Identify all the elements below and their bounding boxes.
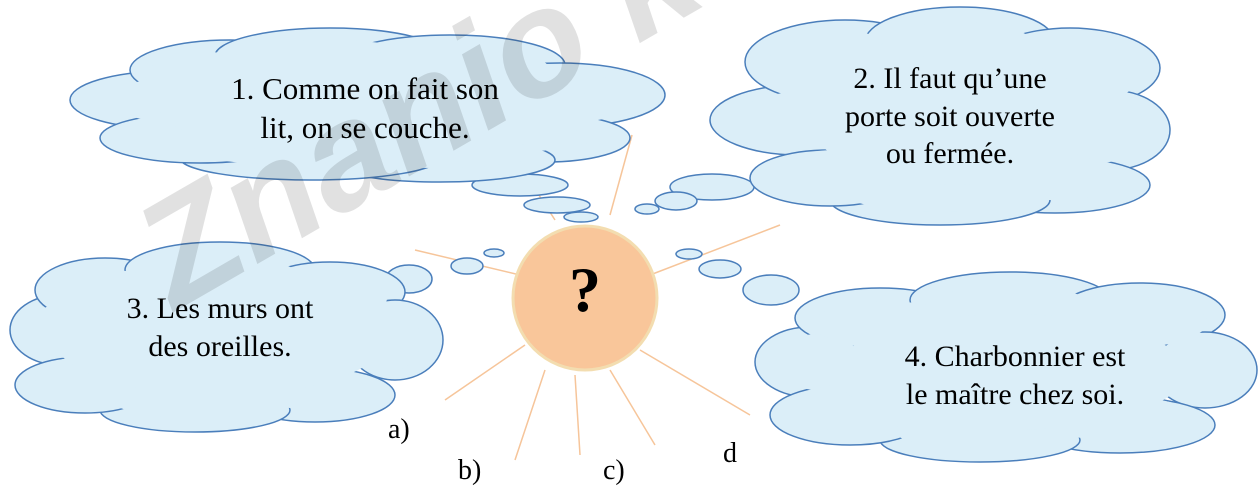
answer-label-b: b) [458,455,482,486]
bubble-4-line-2: le maître chez soi. [905,377,1125,411]
bubble-4-line-1: 4. Charbonnier est [904,340,1126,373]
bubble-2-line-3: ou fermée. [885,137,1015,170]
answer-label-c: c) [603,455,625,486]
bubble-1-text: 1. Comme on fait son lit, on se couche. [175,70,555,148]
answer-label-a: a) [388,414,410,445]
bubble-3-line-1: 3. Les murs ont [126,292,314,325]
center-question-mark: ? [569,254,601,325]
bubble-2-text: 2. Il faut qu’une porte soit ouverte ou … [760,60,1140,173]
bubble-4-text: 4. Charbonnier est le maître chez soi. [840,338,1190,413]
bubble-1-line-1: 1. Comme on fait son [231,71,499,106]
bubble-3-text: 3. Les murs ont des oreilles. [60,290,380,365]
thought-trail [385,173,800,306]
bubble-2-line-2: porte soit ouverte [845,99,1055,133]
bubble-2-line-1: 2. Il faut qu’une [853,62,1047,95]
answer-label-d: d [723,438,737,469]
bubble-1-line-2: lit, on se couche. [260,109,470,145]
bubble-3-line-2: des oreilles. [148,329,292,363]
sun-circle [511,224,659,372]
